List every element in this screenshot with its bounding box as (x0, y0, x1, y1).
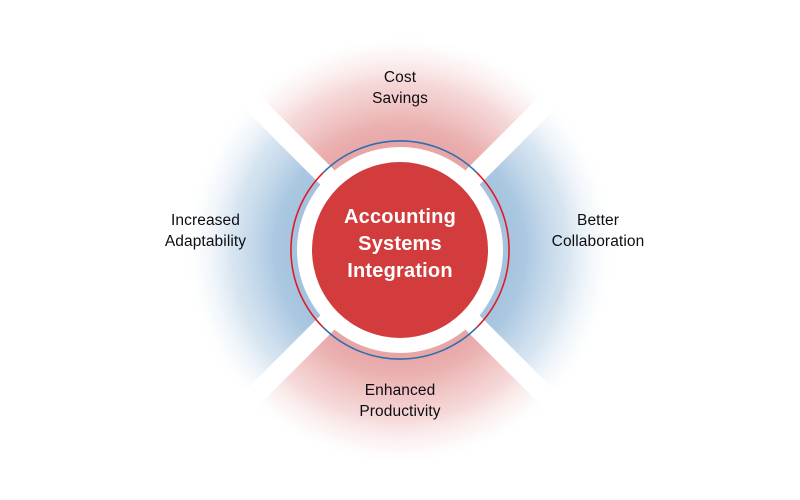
accent-arc-bottom (322, 326, 478, 360)
petal-label-increased-adaptability: Increased Adaptability (164, 212, 247, 250)
petal-label-better-collaboration: Better Collaboration (551, 212, 645, 250)
core-circle (312, 162, 488, 338)
accent-arc-right (476, 172, 510, 328)
petal-label-cost-savings: Cost Savings (372, 69, 428, 107)
petal-label-enhanced-productivity: Enhanced Productivity (359, 382, 441, 420)
core-ring-gap (299, 149, 501, 351)
core-circle-label: Accounting Systems Integration (344, 206, 456, 282)
petal-wedge-right (400, 97, 617, 403)
accent-arc-left (290, 172, 324, 328)
petal-wedge-left (183, 97, 400, 403)
petal-wedge-bottom (247, 250, 553, 467)
petal-wedge-top (247, 33, 553, 250)
accent-arc-top (322, 140, 478, 174)
